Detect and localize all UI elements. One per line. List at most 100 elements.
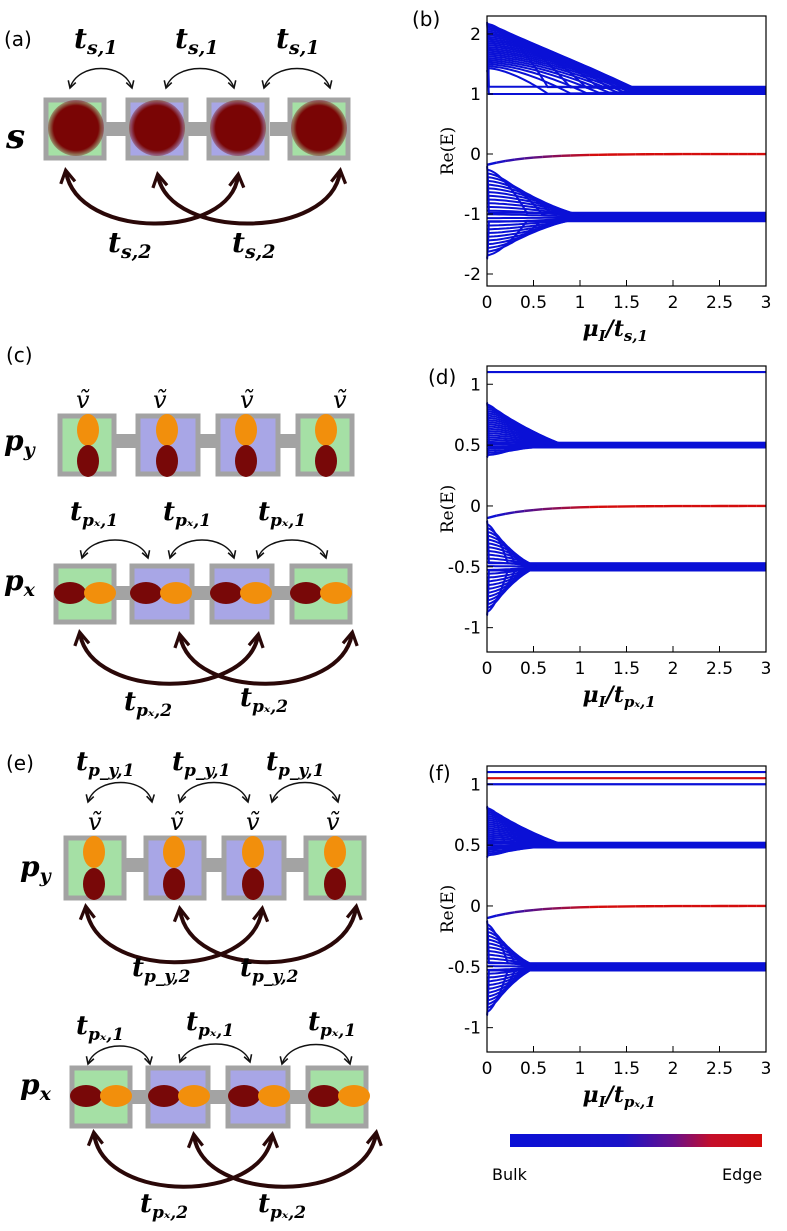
hopping-arrow-nn [177, 781, 251, 804]
onsite-label: ṽ [88, 808, 102, 836]
x-tick-label: 3 [761, 1059, 772, 1079]
x-tick-label: 2.5 [706, 659, 733, 679]
x-tick-label: 2.5 [706, 293, 733, 313]
hopping-arrow-nnn [173, 629, 359, 686]
band-1-level [486, 968, 766, 1002]
bond [185, 122, 211, 136]
y-axis-label: Re(E) [438, 485, 458, 534]
hopping-label-tpx1: tpₓ,1 [76, 1011, 124, 1045]
orbital-label-px: px [4, 564, 36, 601]
bond [282, 858, 308, 872]
x-tick-label: 0 [482, 293, 493, 313]
schematic-e: tp_y,1 tp_y,1 tp_y,1 ṽ ṽ ṽ ṽ py tp_y [20, 747, 383, 1223]
band-1-level [486, 968, 766, 998]
plot-frame [486, 365, 767, 653]
x-tick-label: 2.5 [706, 1059, 733, 1079]
y-tick-label: -2 [464, 265, 481, 285]
edge-mode-segment [542, 507, 553, 511]
edge-mode-segment [505, 911, 516, 915]
band-1-level [487, 213, 766, 219]
y-tick-label: -1 [464, 619, 481, 639]
x-tick-label: 2 [668, 1059, 679, 1079]
panel-label-b: (b) [412, 7, 440, 31]
band-0-level [487, 846, 766, 857]
hopping-arrow-nnn [78, 902, 270, 965]
hopping-label-tpx1: tpₓ,1 [70, 497, 118, 531]
s-orbital [210, 100, 266, 156]
edge-mode-segment [533, 508, 543, 512]
y-tick-label: -1 [464, 205, 481, 225]
band-0-level [486, 67, 766, 95]
x-tick-label: 1.5 [613, 1059, 640, 1079]
py-orbitals [77, 414, 337, 477]
panel-label-f: (f) [428, 761, 451, 785]
hopping-label-tpx2: tpₓ,2 [258, 1189, 306, 1223]
hopping-label-ts1: ts,1 [175, 22, 218, 59]
hopping-arrow-nnn [73, 629, 265, 686]
y-tick-label: 2 [470, 25, 481, 45]
x-tick-label: 1 [575, 659, 586, 679]
band-0-level [486, 65, 766, 95]
py-orbitals [83, 836, 346, 900]
x-tick-label: 1.5 [613, 659, 640, 679]
band-1-level [486, 968, 766, 1009]
band-1-level [486, 531, 766, 565]
edge-mode-segment [524, 156, 534, 160]
colorbar-label-bulk: Bulk [492, 1165, 528, 1184]
band-0-level [486, 47, 766, 92]
hopping-label-tpx2: tpₓ,2 [124, 687, 172, 721]
edge-mode-segment [505, 158, 516, 163]
band-1-level [486, 542, 766, 566]
panel-label-e: (e) [6, 751, 34, 775]
panel-label-d: (d) [428, 365, 456, 389]
y-tick-label: 1 [470, 85, 481, 105]
x-tick-label: 0 [482, 1059, 493, 1079]
band-0-level [486, 61, 766, 94]
colorbar: Bulk Edge [492, 1134, 762, 1184]
x-tick-label: 3 [761, 293, 772, 313]
edge-mode-segment [496, 912, 506, 917]
bond [110, 434, 140, 448]
edge-mode-segment [533, 908, 543, 912]
band-0-level [486, 53, 766, 93]
band-1-level [486, 931, 766, 965]
y-tick-label: -0.5 [448, 558, 481, 578]
band-1-level [486, 219, 766, 253]
hopping-arrow-nn [67, 67, 135, 90]
plot-frame [486, 765, 767, 1053]
band-1-level [486, 209, 766, 218]
hopping-arrow-nnn [59, 167, 246, 226]
band-1-level [486, 561, 766, 568]
onsite-label: ṽ [246, 808, 260, 836]
x-tick-label: 0.5 [520, 293, 547, 313]
bond [196, 434, 220, 448]
edge-mode-segment [486, 161, 497, 166]
y-tick-label: 1 [470, 375, 481, 395]
onsite-label: ṽ [240, 386, 254, 414]
band-1-level [486, 920, 766, 965]
hopping-label-tpx2: tpₓ,2 [240, 683, 288, 717]
hopping-label-tpx1: tpₓ,1 [163, 497, 211, 531]
bond [202, 858, 226, 872]
band-1-level [486, 569, 766, 613]
band-0-level [486, 55, 766, 93]
bond [276, 434, 300, 448]
hopping-label-ts1: ts,1 [74, 22, 117, 59]
hopping-arrow-nn [163, 67, 237, 90]
edge-mode-segment [542, 155, 553, 159]
band-1-level [486, 568, 766, 606]
edge-mode-segment [505, 511, 516, 515]
band-1-level [486, 567, 766, 594]
band-1-level [486, 961, 766, 968]
edge-mode-segment [552, 906, 562, 910]
band-0-level [486, 57, 766, 94]
colorbar-label-edge: Edge [722, 1165, 762, 1184]
orbital-label-py: py [20, 850, 53, 887]
s-orbital [129, 100, 185, 156]
colorbar-gradient [510, 1134, 762, 1147]
x-tick-label: 1 [575, 293, 586, 313]
edge-mode-segment [514, 909, 525, 914]
band-0-level [486, 446, 766, 459]
y-axis-label: Re(E) [438, 127, 458, 176]
band-0-level [486, 49, 766, 93]
